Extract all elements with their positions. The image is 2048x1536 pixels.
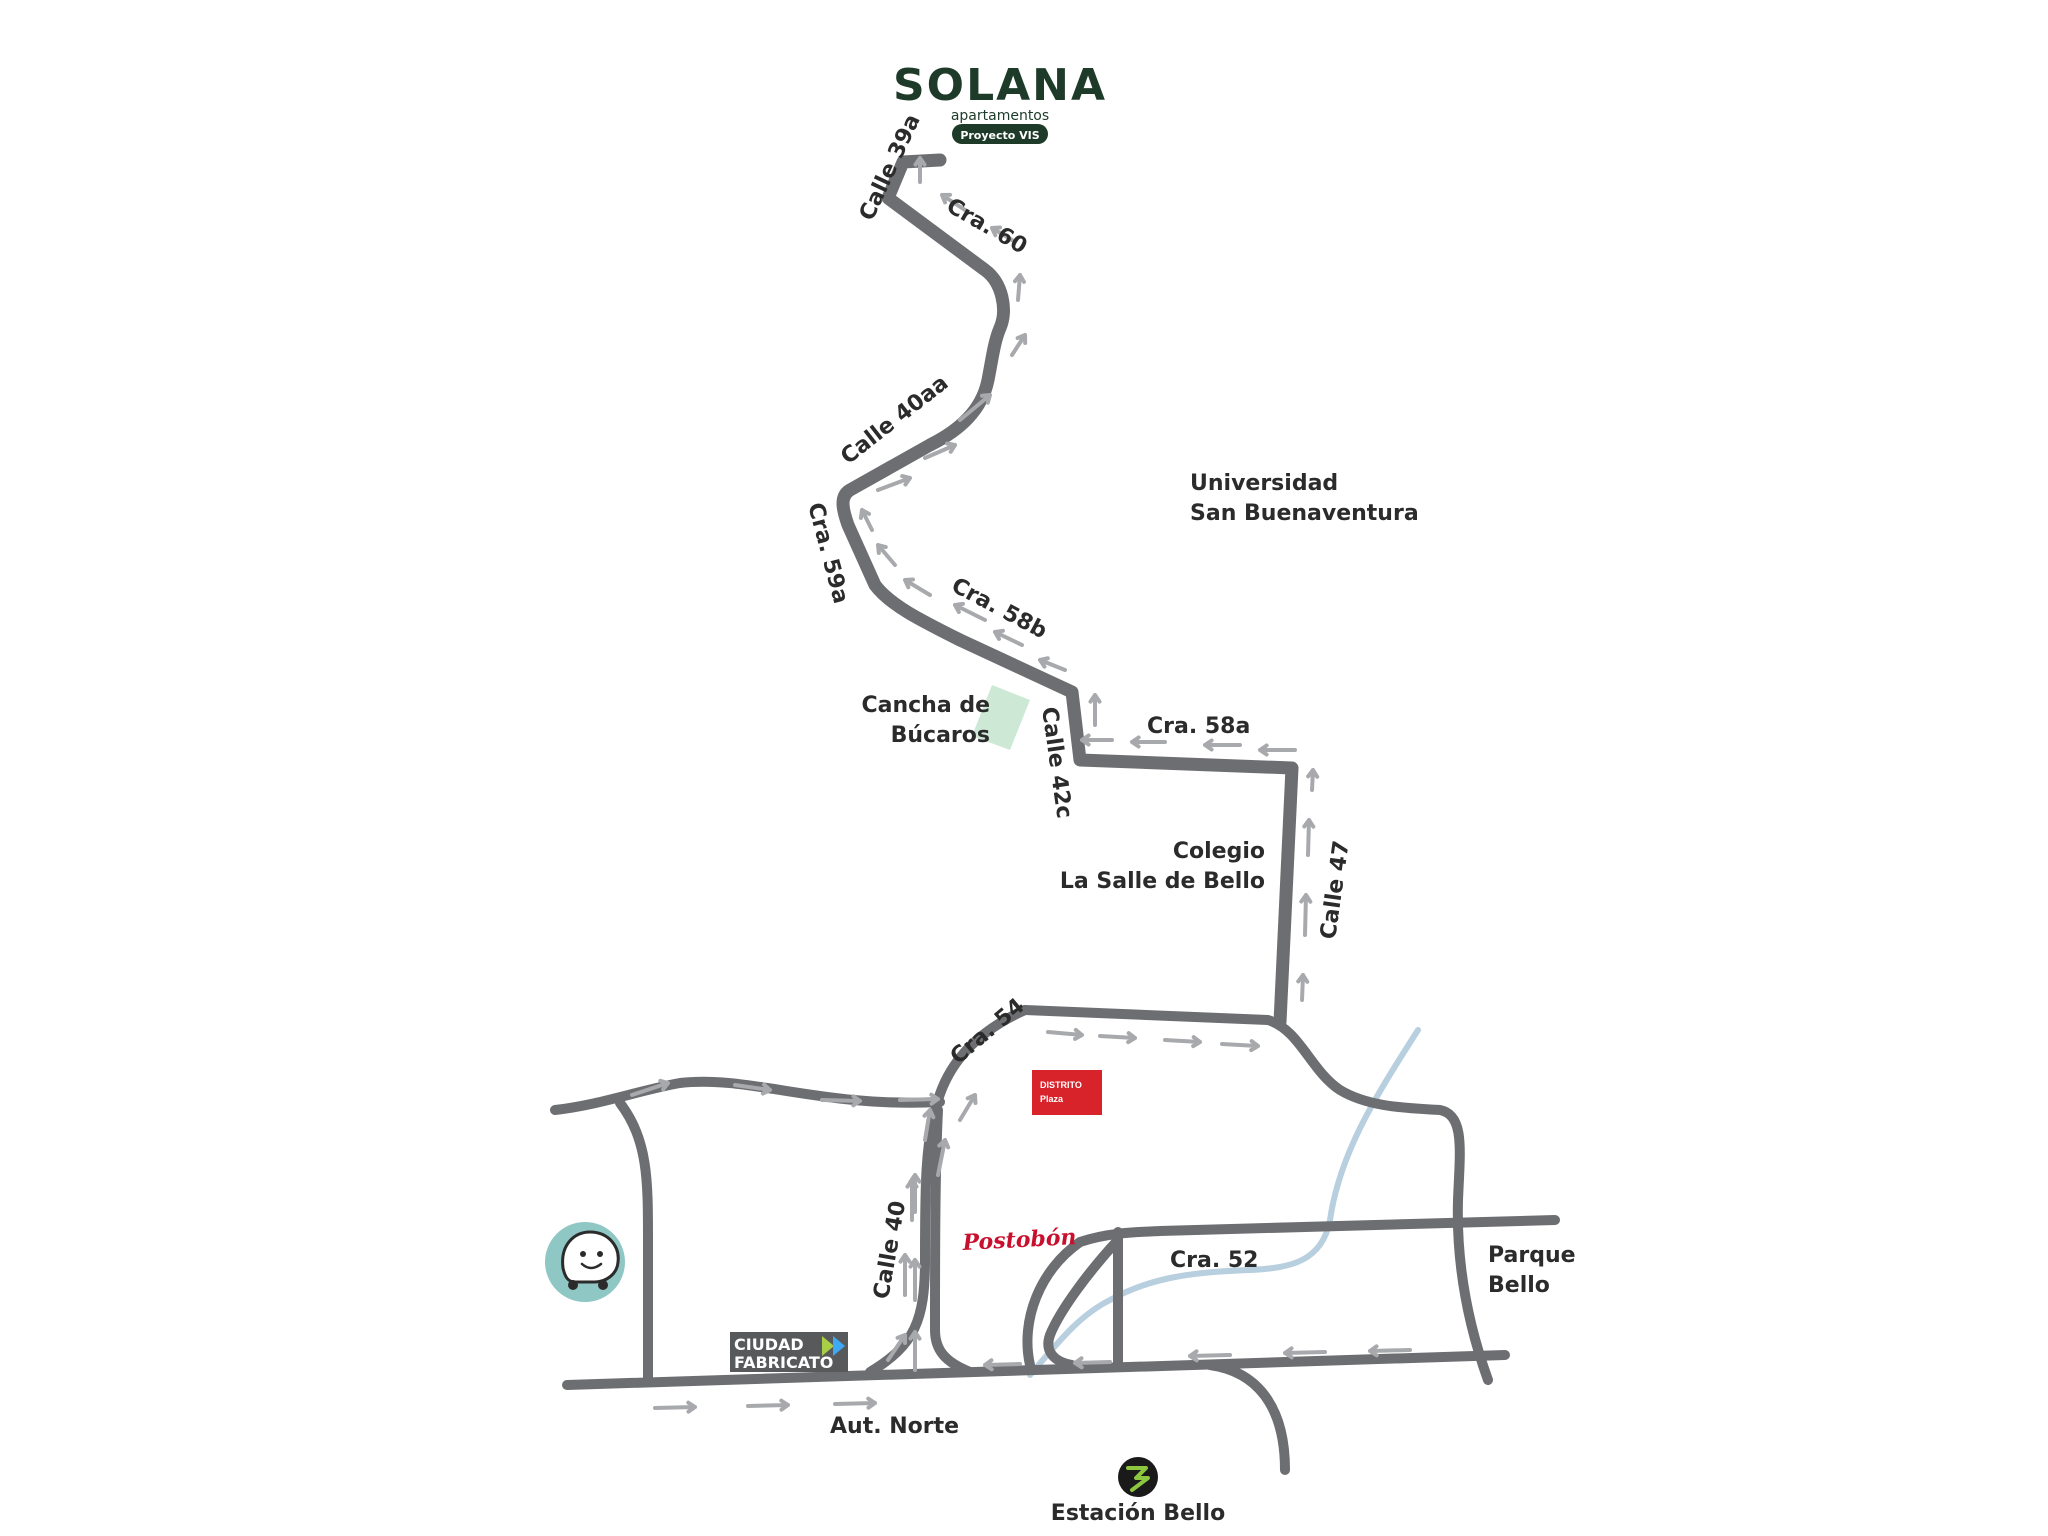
direction-arrow xyxy=(922,1108,936,1142)
brand-subtitle: apartamentos xyxy=(951,108,1049,124)
street-label-cra-58a: Cra. 58a xyxy=(1147,714,1250,739)
direction-arrow xyxy=(746,1398,790,1412)
place-parque-line1: Parque xyxy=(1488,1243,1576,1268)
metro-station-icon xyxy=(1118,1457,1158,1497)
direction-arrow xyxy=(958,393,992,422)
direction-arrow xyxy=(886,1333,908,1362)
loop-west-road xyxy=(865,1005,1030,1377)
ciudad-fabricato-box xyxy=(730,1332,848,1372)
direction-arrow xyxy=(1130,735,1167,749)
direction-arrow xyxy=(1368,1344,1412,1358)
direction-arrow xyxy=(876,543,897,567)
place-universidad-line2: San Buenaventura xyxy=(1190,501,1419,526)
direction-arrow xyxy=(1088,693,1102,727)
direction-arrow xyxy=(1302,818,1316,857)
direction-arrow xyxy=(833,1396,877,1410)
distrito-plaza-logo: DISTRITO Plaza xyxy=(1032,1070,1102,1115)
direction-arrow xyxy=(923,441,957,460)
direction-arrow xyxy=(630,1078,670,1097)
cancha-field xyxy=(972,685,1030,750)
direction-arrow xyxy=(990,225,1014,242)
ciudad-fabricato-logo: CIUDAD FABRICATO xyxy=(730,1332,848,1372)
postobon-logo: Postobón xyxy=(961,1224,1077,1256)
direction-arrow xyxy=(908,1330,922,1372)
direction-arrow xyxy=(1080,733,1114,747)
direction-arrow xyxy=(653,1400,697,1414)
loop-inner-road xyxy=(930,1105,975,1377)
place-estacion-bello: Estación Bello xyxy=(1051,1501,1225,1526)
solana-logo: SOLANA apartamentos Proyecto VIS xyxy=(893,60,1107,144)
street-label-calle-47: Calle 47 xyxy=(1316,839,1355,941)
direction-arrow xyxy=(1073,1356,1112,1370)
street-label-cra-54: Cra. 54 xyxy=(946,994,1030,1070)
direction-arrow xyxy=(913,156,927,184)
cra-52-road xyxy=(1022,1215,1560,1370)
ciudad-label: CIUDAD xyxy=(734,1335,804,1354)
fabricato-chevron-icon-2 xyxy=(833,1336,845,1356)
distrito-label: DISTRITO xyxy=(1040,1080,1082,1090)
fabricato-label: FABRICATO xyxy=(734,1353,833,1372)
street-label-aut-norte: Aut. Norte xyxy=(830,1414,959,1439)
loop-top-road xyxy=(1020,1005,1493,1385)
cra-52-loop-road xyxy=(1043,1235,1123,1370)
direction-arrow xyxy=(1012,273,1026,302)
direction-arrow xyxy=(1283,1346,1327,1360)
direction-arrow xyxy=(1203,738,1242,752)
direction-arrow xyxy=(940,192,967,212)
brand-badge xyxy=(952,124,1048,144)
distrito-plaza-box xyxy=(1032,1070,1102,1115)
direction-arrow xyxy=(905,1178,919,1222)
direction-arrow xyxy=(1046,1027,1084,1041)
direction-arrow xyxy=(1299,893,1313,937)
brand-badge-label: Proyecto VIS xyxy=(960,129,1039,142)
main-route xyxy=(836,153,1299,1029)
direction-arrow xyxy=(1163,1035,1202,1049)
direction-arrow xyxy=(936,1138,951,1177)
place-colegio-line2: La Salle de Bello xyxy=(1060,869,1265,894)
direction-arrow xyxy=(958,1093,978,1122)
direction-arrow xyxy=(903,577,932,597)
place-universidad-line1: Universidad xyxy=(1190,471,1338,496)
direction-arrow xyxy=(1010,333,1028,357)
direction-arrow xyxy=(983,1358,1022,1372)
direction-arrow xyxy=(1220,1039,1260,1053)
place-cancha-line2: Búcaros xyxy=(891,723,990,748)
direction-arrow xyxy=(1188,1349,1232,1363)
direction-arrows xyxy=(630,156,1412,1414)
aut-norte-road xyxy=(562,1350,1510,1390)
direction-arrow xyxy=(1258,743,1297,757)
west-vertical-road xyxy=(615,1098,653,1385)
brand-name: SOLANA xyxy=(893,60,1107,111)
direction-arrow xyxy=(898,1092,940,1106)
river xyxy=(1027,1027,1421,1378)
direction-arrow xyxy=(858,508,874,532)
direction-arrow xyxy=(1038,656,1067,672)
direction-arrow xyxy=(953,601,987,622)
waze-icon[interactable] xyxy=(545,1222,625,1302)
place-parque-line2: Bello xyxy=(1488,1273,1550,1298)
direction-arrow xyxy=(733,1082,772,1096)
direction-arrow xyxy=(993,628,1024,647)
road-network xyxy=(550,1005,1560,1475)
direction-arrow xyxy=(898,1253,912,1297)
station-road xyxy=(1205,1360,1290,1475)
direction-arrow xyxy=(1098,1031,1137,1045)
direction-arrow xyxy=(820,1094,862,1108)
street-label-cra-52: Cra. 52 xyxy=(1170,1248,1258,1273)
direction-arrow xyxy=(908,1258,922,1302)
plaza-label: Plaza xyxy=(1040,1094,1064,1104)
direction-arrow xyxy=(1296,973,1310,1002)
fabricato-chevron-icon xyxy=(822,1336,834,1356)
direction-arrow xyxy=(1306,768,1320,792)
place-cancha-line1: Cancha de xyxy=(861,693,990,718)
direction-arrow xyxy=(876,474,912,492)
place-colegio-line1: Colegio xyxy=(1173,839,1265,864)
